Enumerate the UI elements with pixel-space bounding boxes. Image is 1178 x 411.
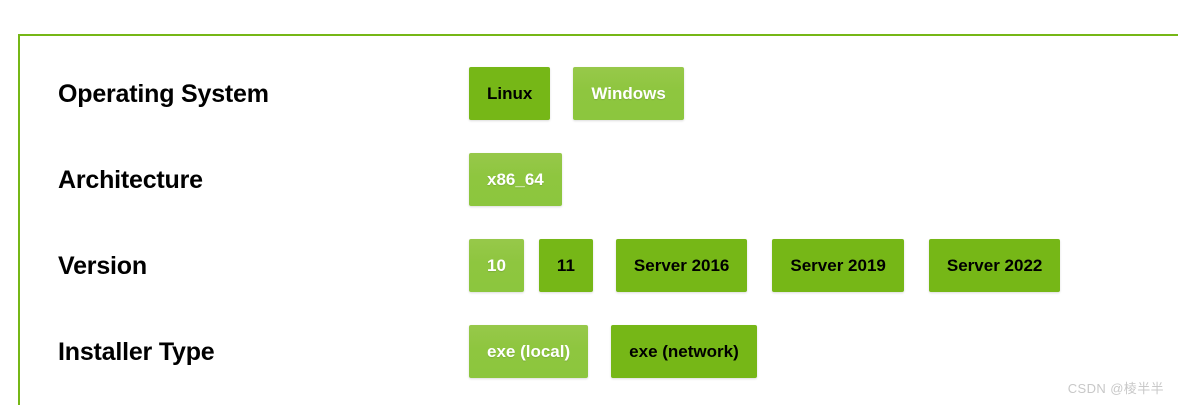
- option-row-installer-type: Installer Type exe (local) exe (network): [20, 325, 1178, 411]
- csdn-watermark: CSDN @棱半半: [1067, 381, 1164, 396]
- option-version-10[interactable]: 10: [469, 239, 524, 292]
- option-linux[interactable]: Linux: [469, 67, 551, 120]
- options-group-installer-type: exe (local) exe (network): [469, 325, 757, 378]
- options-group-version: 10 11 Server 2016 Server 2019 Server 202…: [469, 239, 1061, 292]
- option-windows[interactable]: Windows: [573, 67, 684, 120]
- option-row-version: Version 10 11 Server 2016 Server 2019 Se…: [20, 239, 1178, 325]
- option-exe-network[interactable]: exe (network): [611, 325, 757, 378]
- row-label-installer-type: Installer Type: [58, 338, 215, 366]
- options-group-operating-system: Linux Windows: [469, 67, 684, 120]
- row-label-operating-system: Operating System: [58, 80, 269, 108]
- option-x86-64[interactable]: x86_64: [469, 153, 562, 206]
- row-label-version: Version: [58, 252, 147, 280]
- option-version-11[interactable]: 11: [538, 239, 593, 292]
- option-row-architecture: Architecture x86_64: [20, 153, 1178, 239]
- options-group-architecture: x86_64: [469, 153, 562, 206]
- option-row-operating-system: Operating System Linux Windows: [20, 67, 1178, 153]
- download-selector-panel: Operating System Linux Windows Architect…: [18, 34, 1178, 405]
- option-version-server-2022[interactable]: Server 2022: [928, 239, 1061, 292]
- option-version-server-2016[interactable]: Server 2016: [615, 239, 748, 292]
- row-label-architecture: Architecture: [58, 166, 203, 194]
- option-exe-local[interactable]: exe (local): [469, 325, 589, 378]
- option-version-server-2019[interactable]: Server 2019: [772, 239, 904, 292]
